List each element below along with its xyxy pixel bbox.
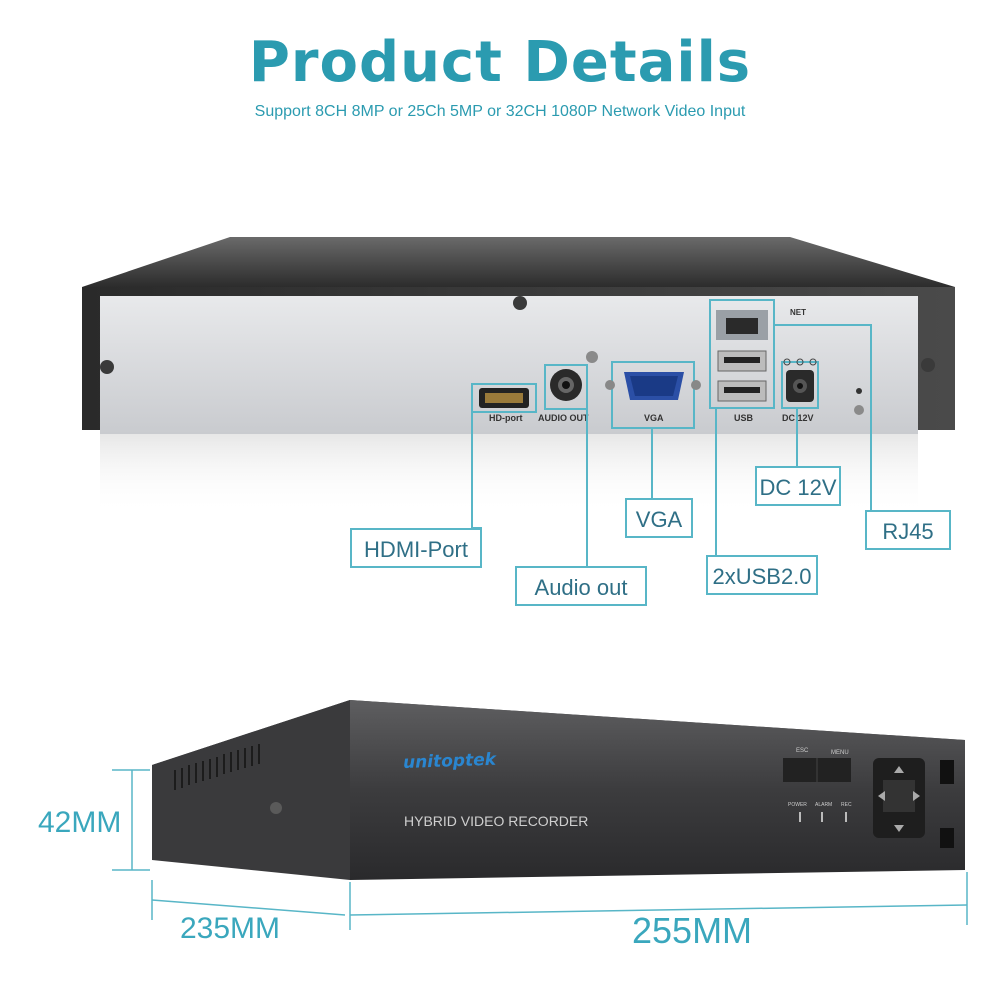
model-text: HYBRID VIDEO RECORDER [404, 813, 588, 829]
front-face [350, 700, 965, 880]
side-vents [174, 744, 260, 790]
led-label-rec: REC [841, 802, 852, 808]
rear-top-lid [82, 237, 955, 287]
label-audio-out: AUDIO OUT [538, 413, 589, 423]
callout-hdmi-port: HDMI-Port [350, 528, 482, 568]
callout-rj45: RJ45 [865, 510, 951, 550]
dimension-depth: 235MM [180, 912, 281, 945]
dimension-lines [112, 769, 968, 930]
led-label-alarm: ALARM [815, 802, 832, 808]
callout-vga: VGA [625, 498, 693, 538]
callout-dc-12v: DC 12V [755, 466, 841, 506]
led-label-power: POWER [788, 802, 807, 808]
callout-audio-out: Audio out [515, 566, 647, 606]
label-hd-port: HD-port [489, 413, 523, 423]
page-subtitle: Support 8CH 8MP or 25Ch 5MP or 32CH 1080… [254, 103, 746, 120]
dimension-width: 255MM [632, 910, 753, 951]
brand-logo: unitoptek [403, 750, 498, 773]
callout-usb: 2xUSB2.0 [706, 555, 818, 595]
page-title: Product Details [248, 30, 752, 95]
leader-rj45 [774, 324, 872, 510]
dimension-height: 42MM [38, 806, 122, 839]
label-net: NET [790, 308, 806, 317]
front-side [152, 700, 350, 880]
esc-label: ESC [796, 748, 809, 754]
label-vga: VGA [644, 413, 664, 423]
menu-label: MENU [831, 750, 849, 756]
label-usb: USB [734, 413, 754, 423]
